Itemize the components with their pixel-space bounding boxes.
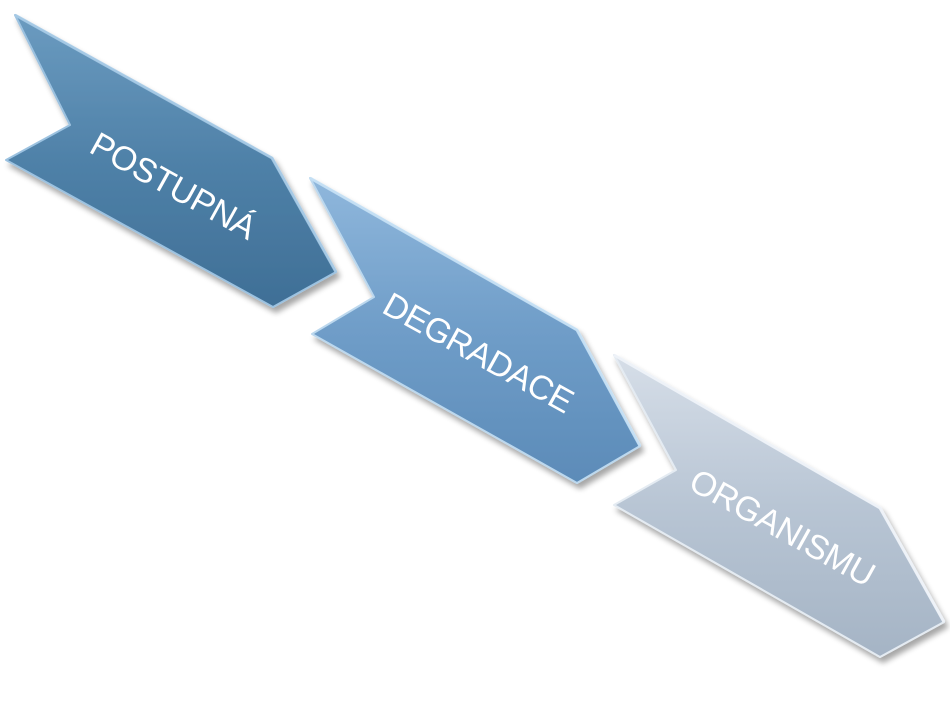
chevron-step-2 bbox=[309, 176, 642, 484]
chevron-step-3 bbox=[613, 353, 946, 658]
chevron-step-1 bbox=[5, 13, 338, 308]
